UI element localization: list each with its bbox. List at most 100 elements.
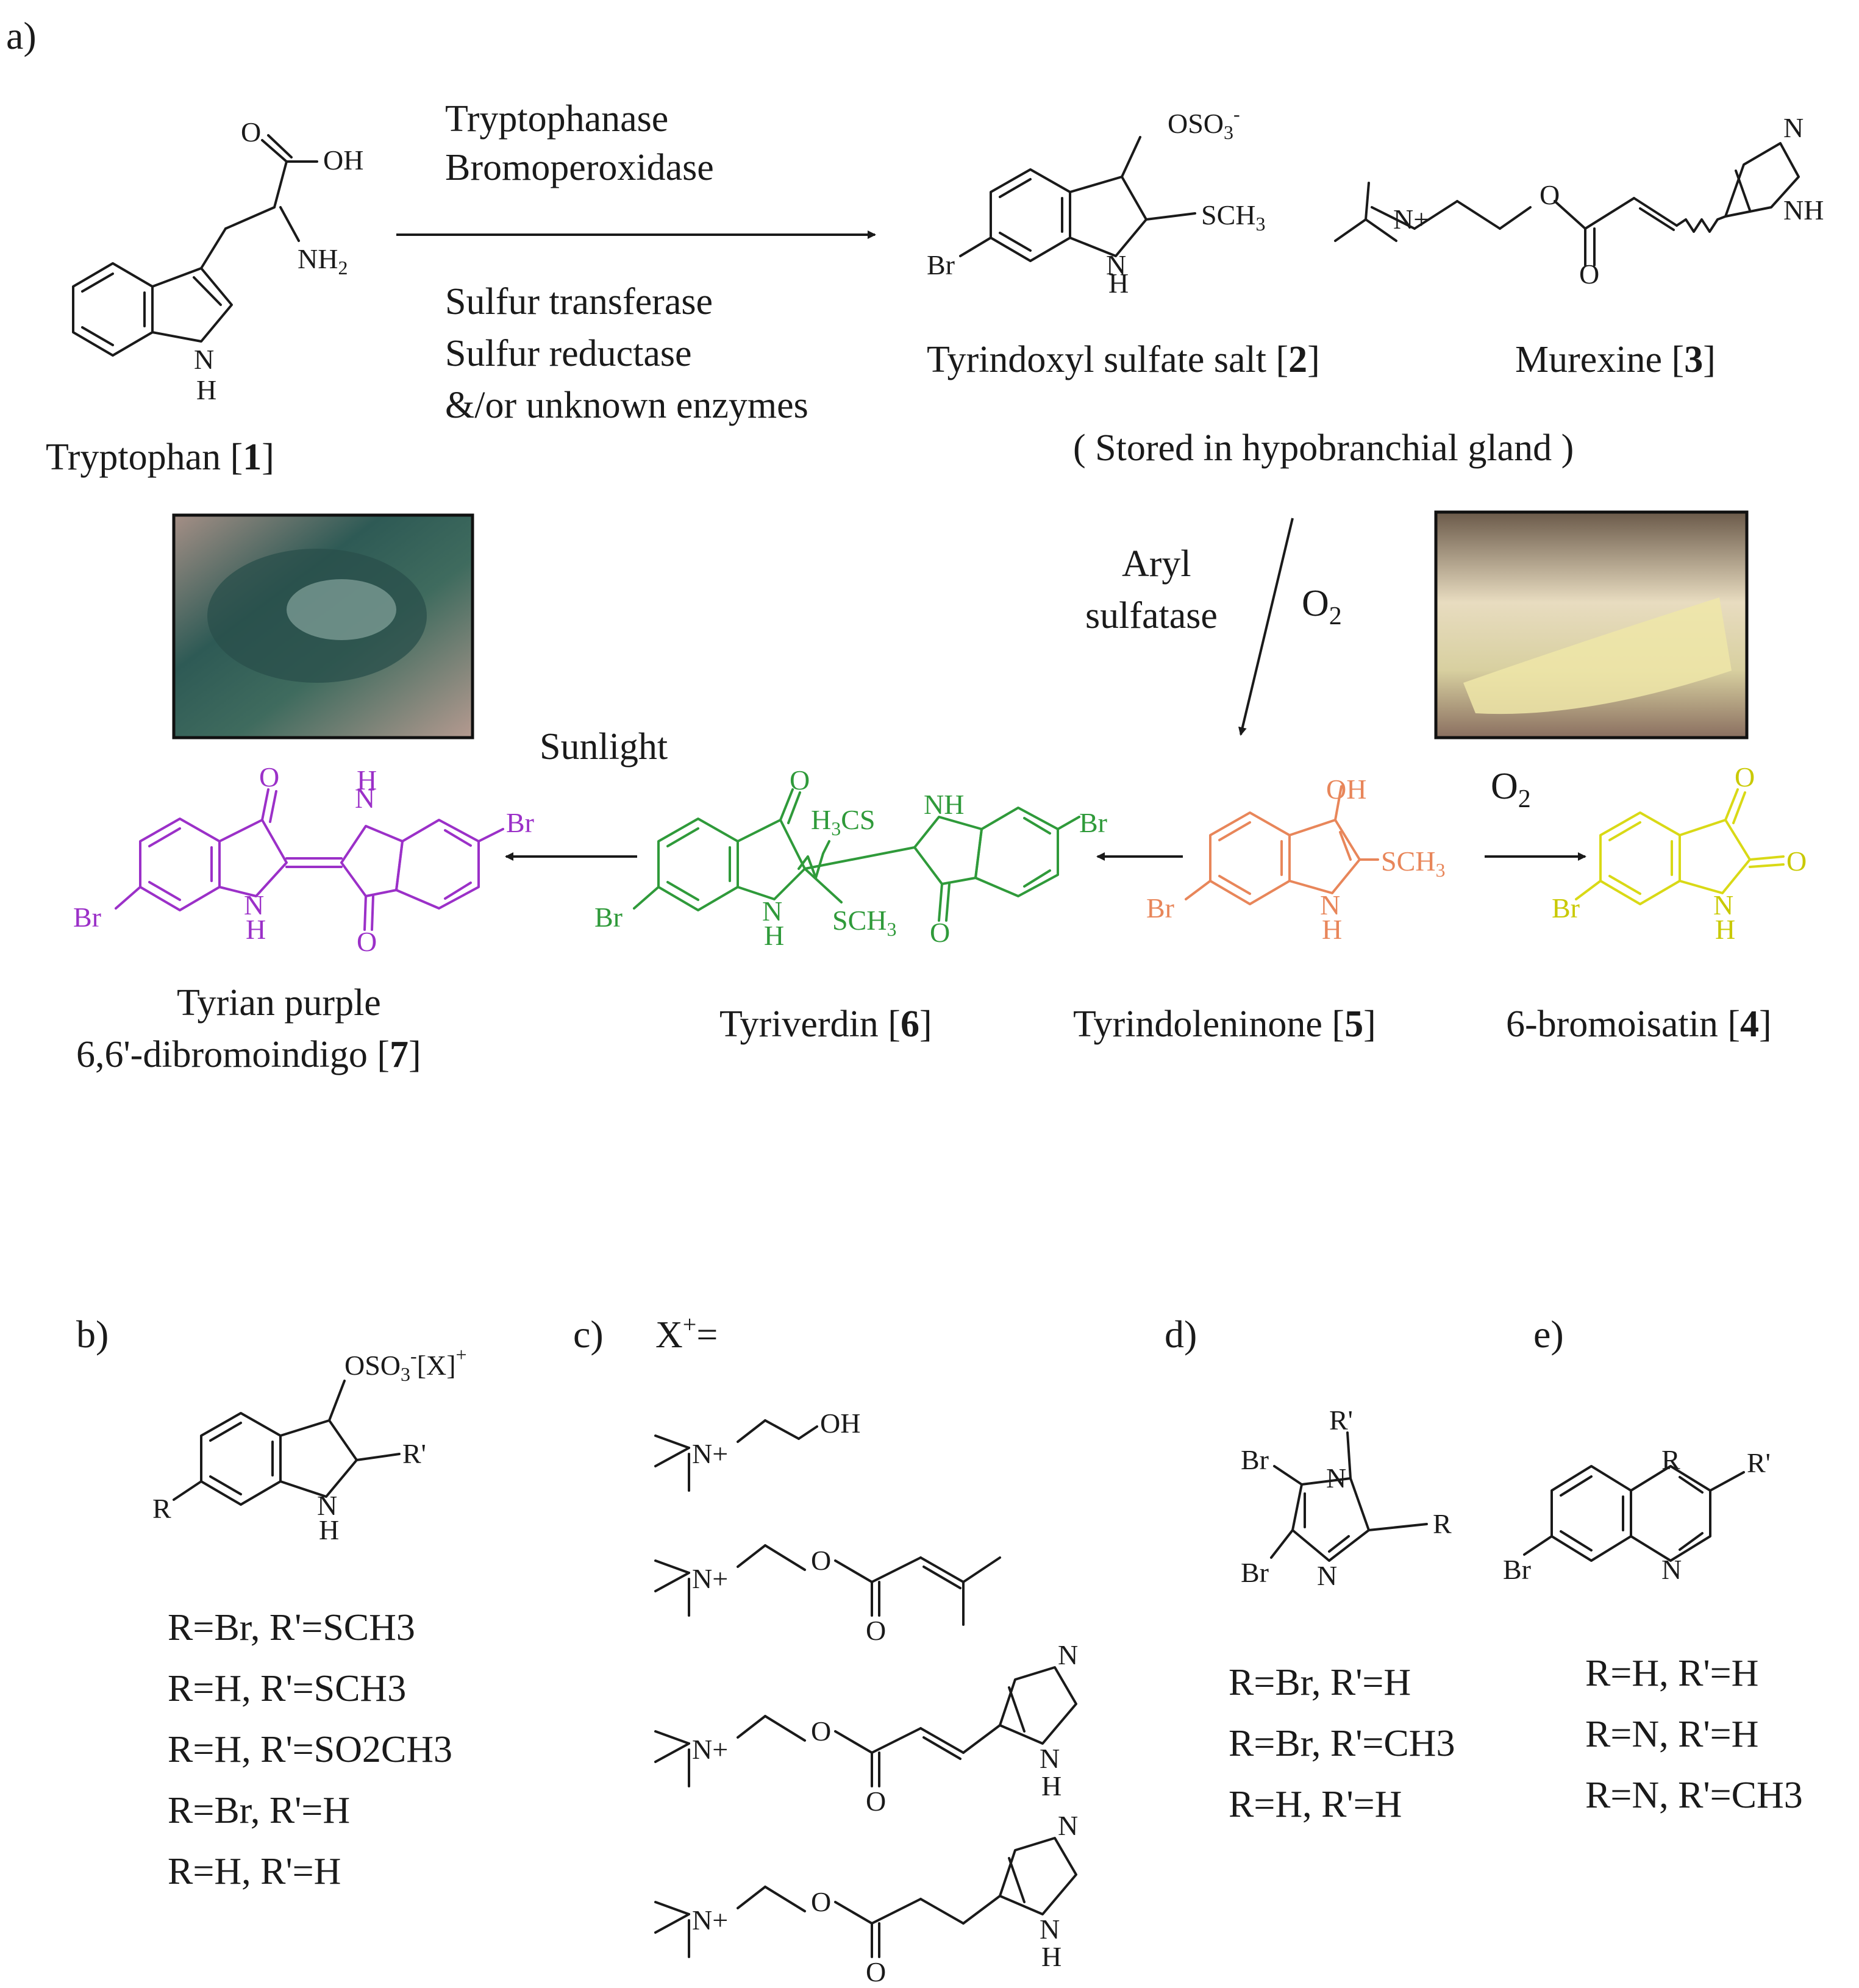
atom-n: N <box>194 344 214 375</box>
panel-label-a: a) <box>6 14 37 57</box>
atom-br: Br <box>1146 892 1174 924</box>
atom-n-3: N <box>1317 1560 1337 1591</box>
atom-n: N <box>1661 1554 1682 1585</box>
atom-oh: OH <box>323 144 363 176</box>
atom-br-top: Br <box>1241 1444 1269 1475</box>
label-tyriverdin: Tyriverdin [6] <box>719 1003 932 1045</box>
atom-n-imidazole: N <box>1783 112 1804 143</box>
atom-o-left: O <box>790 764 810 796</box>
atom-br: Br <box>927 249 955 280</box>
atom-o-carbonyl: O <box>1579 258 1599 290</box>
label-sunlight: Sunlight <box>540 726 668 768</box>
label-tyrindoxyl: Tyrindoxyl sulfate salt [2] <box>927 339 1320 380</box>
atom-h-top: H <box>357 764 377 796</box>
panel-d-row-2: R=Br, R'=CH3 <box>1229 1723 1455 1764</box>
panel-e-structure: R R' N Br <box>1503 1444 1771 1585</box>
panel-d-row-3: R=H, R'=H <box>1229 1784 1402 1825</box>
atom-n-imidazole-2: N <box>1040 1914 1060 1945</box>
stored-note: ( Stored in hypobranchial gland ) <box>1073 427 1574 469</box>
atom-n: N <box>1320 889 1340 921</box>
atom-sch3: SCH3 <box>1381 846 1445 881</box>
panel-c-murexine: N+ O O N N H <box>654 1639 1078 1817</box>
atom-o-right: O <box>930 917 950 948</box>
atom-n-imidazole: N <box>1058 1639 1078 1670</box>
atom-o: O <box>1540 179 1560 210</box>
atom-br-left: Br <box>73 902 101 933</box>
atom-br: Br <box>1503 1554 1531 1585</box>
atom-n-1: N <box>1326 1462 1346 1494</box>
atom-h3cs: H3CS <box>811 804 876 839</box>
atom-n: N <box>1713 889 1733 921</box>
atom-n: N <box>317 1490 337 1521</box>
atom-h-imidazole: H <box>1041 1941 1062 1972</box>
label-sulfatase: sulfatase <box>1085 595 1218 636</box>
label-dibromoindigo: 6,6'-dibromoindigo [7] <box>76 1034 421 1075</box>
arrow-2-to-5 <box>1238 518 1294 736</box>
enzyme-bromoperoxidase: Bromoperoxidase <box>445 147 714 188</box>
atom-h: H <box>1715 914 1735 945</box>
atom-oh: OH <box>1326 774 1366 805</box>
tyrian-purple-structure: O N H Br Br N H O <box>73 761 534 957</box>
atom-sch3: SCH3 <box>1201 199 1265 235</box>
panel-e-row-3: R=N, R'=CH3 <box>1585 1775 1803 1816</box>
atom-o-right: O <box>1786 846 1807 877</box>
atom-o: O <box>811 1545 831 1576</box>
atom-o-top: O <box>259 761 279 793</box>
panel-c-choline: N+ OH <box>654 1408 860 1492</box>
atom-sch3: SCH3 <box>832 905 896 940</box>
atom-nh-right: NH <box>924 789 964 820</box>
atom-n-plus: N+ <box>1393 204 1429 235</box>
tyriverdin-structure: O H3CS NH Br Br N H SCH3 O <box>594 764 1107 951</box>
atom-o: O <box>811 1715 831 1747</box>
panel-b-row-4: R=Br, R'=H <box>168 1790 350 1831</box>
murexine-structure: N+ O O N NH <box>1334 112 1824 290</box>
atom-o: O <box>811 1886 831 1917</box>
atom-n: N <box>1106 249 1126 280</box>
panel-b-row-5: R=H, R'=H <box>168 1851 341 1892</box>
atom-n-top: N <box>355 783 375 814</box>
atom-r: R <box>1661 1444 1680 1475</box>
atom-h: H <box>1322 914 1342 945</box>
atom-h-bottom: H <box>246 914 266 945</box>
label-o2-right: O2 <box>1491 766 1531 813</box>
tyrindoxyl-structure: OSO3- SCH3 Br N H <box>927 103 1265 299</box>
atom-r-prime: R' <box>1747 1447 1771 1478</box>
atom-n-plus: N+ <box>692 1904 728 1936</box>
panel-label-d: d) <box>1165 1313 1197 1356</box>
atom-r-prime: R' <box>1329 1405 1353 1436</box>
atom-br-left: Br <box>594 902 623 933</box>
atom-n-bottom: N <box>244 889 264 921</box>
atom-oso3: OSO3- <box>1168 103 1240 143</box>
atom-n-left: N <box>762 896 782 927</box>
panel-c-senecioylcholine: N+ O O <box>654 1544 1001 1646</box>
panel-e-row-2: R=N, R'=H <box>1585 1714 1758 1755</box>
enzyme-tryptophanase: Tryptophanase <box>445 98 668 140</box>
label-murexine: Murexine [3] <box>1515 339 1716 380</box>
label-o2-down: O2 <box>1302 583 1342 630</box>
atom-o: O <box>241 116 261 148</box>
label-bromoisatin: 6-bromoisatin [4] <box>1506 1003 1772 1045</box>
panel-d-structure: R' N R N Br Br <box>1241 1405 1452 1591</box>
panel-b-row-3: R=H, R'=SO2CH3 <box>168 1729 452 1770</box>
panel-d-row-1: R=Br, R'=H <box>1229 1662 1411 1703</box>
atom-n-plus: N+ <box>692 1438 728 1469</box>
panel-c-header: X+= <box>655 1311 718 1356</box>
label-tyrindoleninone: Tyrindoleninone [5] <box>1073 1003 1376 1045</box>
atom-o-top: O <box>1735 761 1755 793</box>
atom-o-carbonyl: O <box>866 1786 886 1817</box>
label-tyrian-purple: Tyrian purple <box>177 982 381 1024</box>
atom-oso3-x: OSO3-[X]+ <box>344 1344 467 1385</box>
atom-n-imidazole-2: N <box>1040 1743 1060 1774</box>
atom-br-right: Br <box>506 807 534 838</box>
atom-o-carbonyl: O <box>866 1956 886 1987</box>
enzyme-sulfur-transferase: Sulfur transferase <box>445 281 713 322</box>
atom-r: R <box>1433 1508 1452 1539</box>
atom-r-prime: R' <box>402 1438 426 1469</box>
atom-h: H <box>319 1514 339 1545</box>
tryptophan-structure: O OH NH2 N H <box>72 116 363 405</box>
atom-h: H <box>1108 268 1129 299</box>
bromoisatin-structure: O O Br N H <box>1552 761 1807 945</box>
photo-right-gland <box>1463 597 1732 714</box>
atom-oh: OH <box>820 1408 860 1439</box>
atom-br-bottom: Br <box>1241 1557 1269 1588</box>
